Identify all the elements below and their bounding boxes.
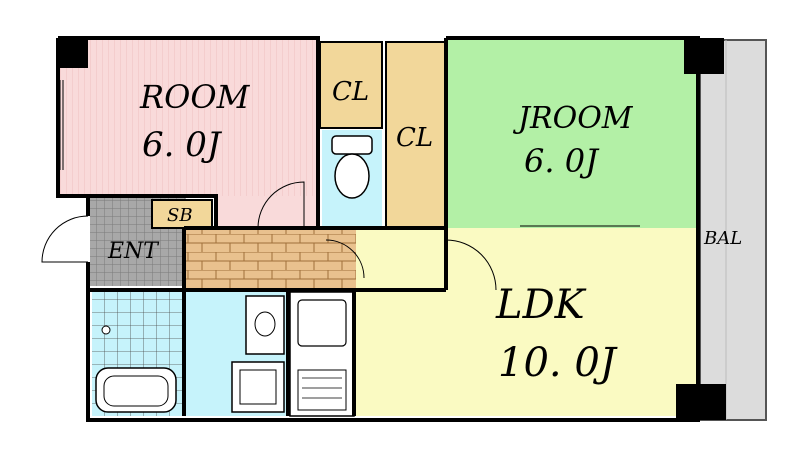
jroom-name-label: JROOM	[512, 101, 634, 136]
balcony-label: BAL	[703, 228, 742, 249]
ldk-size-label: 10. 0J	[498, 340, 618, 386]
closet-left-label: CL	[332, 77, 369, 107]
balcony-area	[699, 39, 767, 421]
room-name-label: ROOM	[139, 78, 251, 116]
closet-left-area	[319, 41, 383, 129]
jroom-area	[448, 40, 696, 228]
closet-right-label: CL	[396, 123, 433, 153]
shoe-box-label: SB	[167, 205, 193, 226]
ldk-name-label: LDK	[495, 282, 587, 328]
room-size-label: 6. 0J	[142, 125, 223, 165]
jroom-size-label: 6. 0J	[524, 142, 600, 180]
room-area	[60, 40, 318, 196]
entrance-label: ENT	[107, 239, 160, 264]
